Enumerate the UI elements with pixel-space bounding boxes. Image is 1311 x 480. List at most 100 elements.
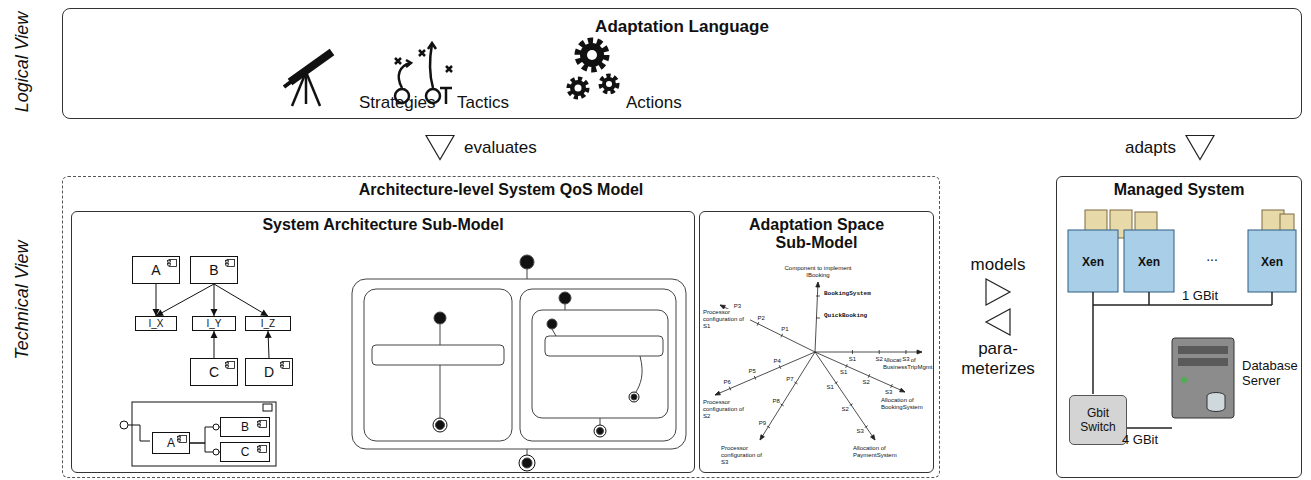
statechart [352, 255, 686, 471]
axis-tick [891, 384, 893, 388]
component-box: D [245, 358, 293, 386]
connector-line [214, 284, 268, 316]
gears-icon-part [570, 80, 586, 96]
component-icon-tab [226, 264, 229, 266]
axis-label: Processor configuration of S1 [702, 309, 750, 330]
title-row: Adaptation Language [63, 17, 1301, 37]
statechart-part [519, 455, 535, 471]
component-box: A [132, 256, 180, 284]
component-icon [280, 361, 290, 369]
network-wires-part [1148, 292, 1150, 305]
axis-label: P4 [773, 357, 782, 364]
qos-model-group: Architecture-level System QoS ModelSyste… [62, 176, 940, 478]
component-icon-tab [226, 366, 229, 368]
axis-label: S3 [884, 389, 893, 396]
telescope-icon-part [284, 81, 292, 87]
axis-tick [905, 350, 906, 354]
statechart-part [597, 428, 604, 435]
statechart-part [532, 310, 668, 418]
axis-arrowhead [816, 282, 820, 287]
statechart-part [520, 289, 676, 441]
edge-label: models [969, 255, 1028, 275]
box-text: A [167, 436, 175, 450]
gears-icon-part [587, 50, 597, 60]
arrowhead [265, 331, 272, 338]
component-icon-tab [258, 450, 261, 452]
servers-part [1068, 230, 1118, 292]
component-icon-tab [281, 363, 284, 365]
statechart-part [436, 421, 445, 430]
edge-label: adapts [1123, 138, 1178, 158]
axis-tick [879, 350, 880, 354]
axis-arrowhead [715, 391, 720, 395]
connector [211, 331, 218, 358]
axis-label: S2 [861, 379, 870, 386]
axis-tick [846, 364, 848, 368]
statechart-part [552, 329, 556, 336]
axis-label: S1 [848, 356, 857, 363]
flow-triangle [1186, 136, 1214, 160]
axis-label: Processor configuration of S2 [702, 399, 750, 420]
axis-label: P3 [733, 302, 742, 309]
tactics-icon-part [445, 88, 448, 104]
component-icon-tab [258, 447, 261, 449]
socket-symbol [213, 449, 219, 455]
annotation-label: 1 GBit [1182, 288, 1218, 303]
axis-label: S1 [826, 383, 835, 390]
telescope-icon-part [306, 72, 320, 106]
statechart-part [636, 356, 642, 392]
database-server-icon-part [1172, 338, 1234, 418]
statechart-part [433, 418, 447, 432]
axis-tick [868, 374, 870, 378]
servers-part [1124, 230, 1174, 292]
tactics-icon-part [440, 87, 452, 90]
interface-box: I_X [135, 316, 177, 331]
component-icon-tab [226, 261, 229, 263]
socket-symbol [213, 424, 219, 430]
statechart-part [594, 425, 606, 437]
component-icon [177, 435, 187, 443]
network-wires-part [1093, 304, 1272, 306]
component-frame-part [128, 425, 150, 441]
axis-arrowhead [917, 350, 922, 354]
box-text: C [241, 445, 250, 459]
axis-label: S1 [839, 369, 848, 376]
gears-icon-part [578, 41, 606, 69]
flow-triangle [986, 309, 1010, 335]
annotation-label: Xen [1261, 255, 1283, 269]
tactics-icon-part [428, 43, 436, 49]
axis-label: P7 [785, 376, 794, 383]
connector [986, 309, 1010, 335]
icon-label: Actions [626, 93, 682, 113]
axis-label: QuickBooking [823, 313, 868, 320]
icon-label: Tactics [457, 93, 509, 113]
axis-line [815, 352, 875, 440]
connector [190, 424, 220, 443]
gears-icon-part [575, 85, 582, 92]
axis-label: P9 [758, 420, 767, 427]
annotation-label: Xen [1082, 255, 1104, 269]
statechart-part [372, 345, 504, 365]
statechart-part [565, 304, 566, 310]
database-server-icon-part [1207, 396, 1225, 412]
connector [426, 136, 454, 160]
database-server-icon-part [1178, 346, 1228, 354]
statechart-part [631, 394, 637, 400]
axis-tick [754, 376, 756, 380]
tactics-icon-part [446, 66, 452, 72]
statechart-part [440, 324, 441, 345]
gears-icon-part [569, 79, 587, 97]
annotation-label: Database Server [1242, 358, 1300, 388]
interface-box: I_Y [192, 316, 236, 331]
axis-label: Processor configuration of S3 [720, 445, 768, 466]
network-wires-part [1271, 292, 1273, 305]
flow-triangle [986, 279, 1010, 305]
statechart-part [545, 336, 663, 356]
connector [156, 284, 214, 316]
submodel-box: Adaptation Space Sub-Model [699, 211, 934, 473]
connector [153, 284, 160, 316]
title: Architecture-level System QoS Model [359, 181, 644, 199]
box-text: B [209, 262, 218, 278]
component-box: B [220, 417, 270, 437]
